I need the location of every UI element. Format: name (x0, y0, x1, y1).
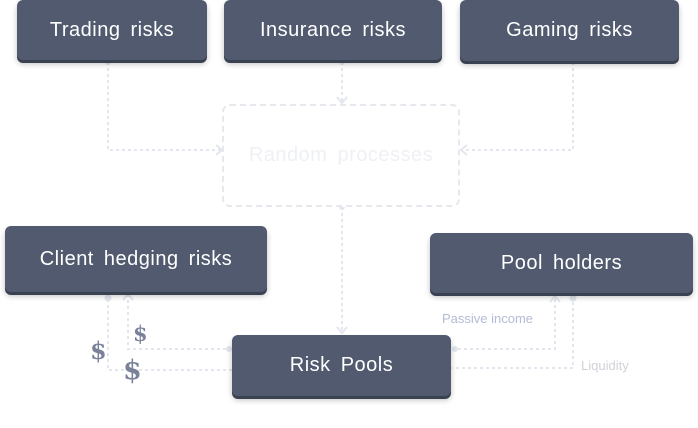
dollar-icon: $ (133, 321, 148, 346)
label-liquidity: Liquidity (581, 358, 629, 373)
node-client-hedging-risks: Client hedging risks (5, 226, 267, 292)
node-pool-holders: Pool holders (430, 233, 693, 293)
connector-dot (339, 59, 345, 65)
connector-riskpools-client-upper (127, 294, 232, 350)
dollar-icon: $ (90, 336, 107, 365)
connector-gaming-random (461, 62, 574, 151)
arrowhead-riskpools (336, 326, 348, 335)
node-label: Gaming risks (506, 19, 633, 41)
label-passive-income: Passive income (442, 311, 534, 326)
node-insurance-risks: Insurance risks (224, 0, 442, 60)
node-random-processes: Random processes (222, 104, 460, 207)
node-risk-pools: Risk Pools (232, 335, 451, 396)
arrowhead-poolholders (549, 294, 561, 303)
node-label: Client hedging risks (39, 247, 233, 270)
node-gaming-risks: Gaming risks (460, 0, 679, 61)
node-label: Random processes (248, 144, 434, 166)
dollar-icon: $ (123, 355, 142, 386)
connector-riskpools-poolholders-income (452, 296, 556, 350)
node-label: Insurance risks (260, 18, 406, 41)
node-label: Risk Pools (289, 354, 394, 376)
connector-dot (569, 294, 577, 302)
connector-dot (226, 346, 232, 352)
node-label: Trading risks (49, 18, 175, 41)
arrowhead-client (122, 292, 134, 301)
arrowhead-gaming (459, 144, 468, 156)
connector-poolholders-riskpools-liquidity (452, 296, 574, 369)
connector-dot (105, 59, 111, 65)
node-label: Pool holders (500, 251, 623, 274)
connector-dot (104, 294, 112, 302)
connector-dot (452, 346, 458, 352)
arrowhead-insurance (336, 96, 348, 105)
connector-trading-random (107, 62, 222, 151)
node-trading-risks: Trading risks (17, 0, 207, 60)
